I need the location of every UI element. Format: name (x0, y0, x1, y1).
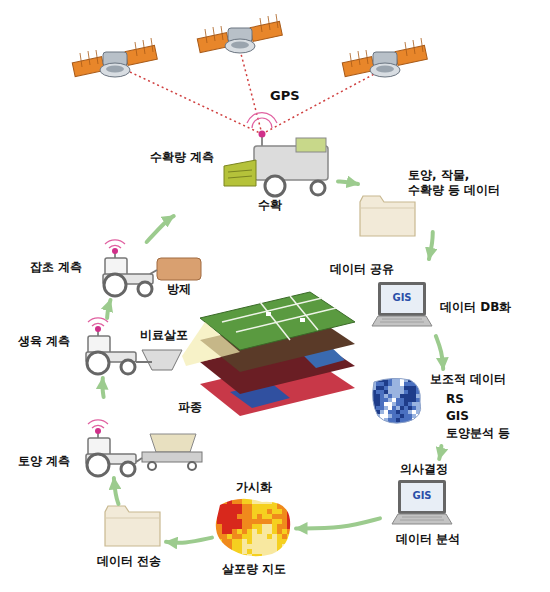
stage-label: 토양 계측 (18, 454, 70, 469)
stage-label: 수확량 계측 (150, 150, 214, 165)
stage-label: 데이터 전송 (97, 554, 161, 569)
screen-label: GIS (381, 292, 423, 305)
stage-label: 가시화 (236, 480, 272, 495)
stage-group: 잡초 계측방제 (27, 242, 213, 300)
cycle-arrow (436, 336, 443, 369)
stage-label: 생육 계측 (18, 334, 70, 349)
stage-label: 보조적 데이터 (430, 372, 506, 387)
stage-group: 데이터 공유 GIS 데이터 DB화 (326, 259, 516, 336)
stage-label: 토양, 작물, 수확량 등 데이터 (408, 168, 504, 198)
stage-label: 데이터 분석 (396, 532, 460, 547)
stage-group: 데이터 전송 (94, 504, 166, 572)
stage-group: 보조적 데이터 RS GIS 토양분석 등 (366, 369, 526, 446)
stage-label: 비료살포 (140, 328, 188, 343)
cycle-arrow (107, 300, 110, 318)
cycle-arrow (147, 216, 174, 242)
stage-label: GIS (446, 409, 469, 424)
screen-label: GIS (401, 490, 443, 503)
stage-label: RS (446, 392, 464, 407)
stage-group: 토양, 작물, 수확량 등 데이터 (358, 165, 508, 232)
stage-label: 데이터 공유 (330, 262, 394, 277)
stage-group: 생육 계측 비료살포 (15, 318, 194, 378)
cycle-arrow (114, 478, 119, 504)
cycle-arrow (429, 232, 433, 259)
stage-group: 수확량 계측수확 (147, 130, 338, 216)
cycle-arrow (439, 446, 441, 459)
stage-label: 살포량 지도 (222, 562, 286, 577)
cycle-arrow (102, 378, 103, 397)
stage-group: 가시화살포량 지도 (212, 477, 296, 580)
stage-label: 잡초 계측 (30, 260, 82, 275)
stage-group: 토양 계측 파종 (15, 397, 205, 478)
stage-group: 의사결정 GIS 데이터 분석 (380, 459, 475, 552)
signal-label: GPS (270, 88, 300, 103)
cycle-arrow (296, 518, 380, 528)
stage-label: 파종 (178, 400, 202, 415)
cycle-arrow (338, 181, 358, 184)
stage-label: 수확 (258, 198, 282, 213)
cycle-arrow (166, 538, 212, 543)
stage-label: 토양분석 등 (446, 426, 510, 441)
stage-label: 의사결정 (400, 462, 448, 477)
stage-label: 방제 (167, 282, 191, 297)
stage-label: 데이터 DB화 (440, 300, 511, 315)
